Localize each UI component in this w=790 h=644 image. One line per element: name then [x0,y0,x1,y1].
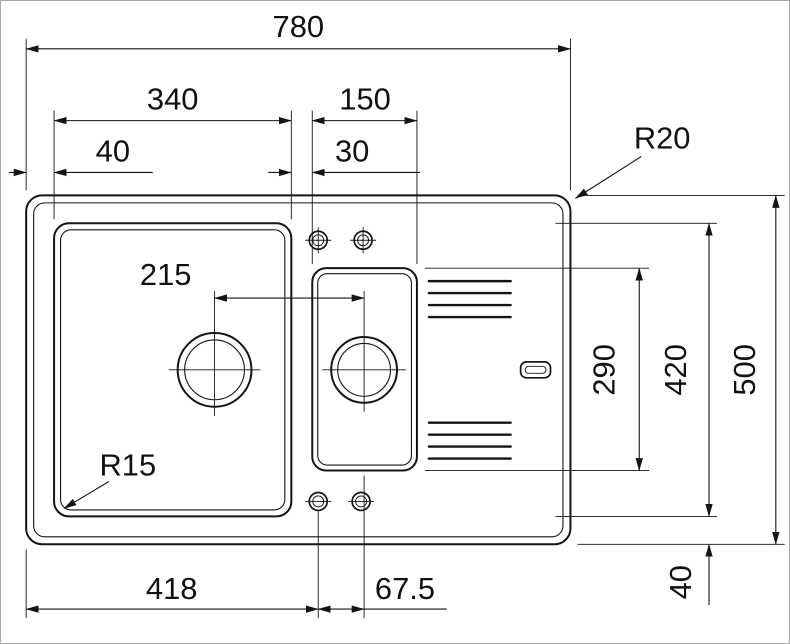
dim-label-bowl-radius: R15 [99,448,156,483]
bottom-holes [305,491,375,512]
dim-label-half-bowl-width: 150 [339,82,391,117]
dim-overall-width: 780 [25,9,571,191]
dim-label-drain-center-distance: 215 [140,257,192,292]
dim-label-drain-center-offset: 67.5 [375,571,435,606]
dim-corner-radius-callout: R20 [574,121,691,199]
dim-main-bowl-width: 340 [53,82,292,220]
dim-overall-depth: 500 [577,194,785,545]
dim-drain-center-distance: 215 [140,257,365,302]
dim-bowl-radius-callout: R15 [63,448,156,509]
half-bowl-drain-hole [322,291,406,412]
half-bowl [311,267,418,472]
dim-label-front-edge-offset: 40 [663,565,698,599]
overflow-slot [519,361,552,379]
dim-label-main-bowl-length: 420 [658,344,693,396]
dim-label-overall-width: 780 [273,9,325,44]
dim-front-edge-offset: 40 [663,543,713,606]
dim-half-bowl-width: 150 [311,82,418,265]
dim-main-bowl-length: 420 [555,222,717,517]
tap-holes [305,227,377,254]
dim-label-left-edge-offset: 40 [96,134,130,169]
dim-half-bowl-length: 290 [424,267,650,472]
dim-drain-center-offset: 67.5 [317,475,447,619]
dim-label-drain-from-left: 418 [146,571,198,606]
drainer-grooves [427,279,512,460]
dim-label-bowl-gap: 30 [335,134,369,169]
dim-label-corner-radius: R20 [634,121,691,156]
dim-left-edge-offset: 40 [9,134,153,177]
dim-label-overall-depth: 500 [727,344,762,396]
dim-bowl-gap: 30 [268,134,420,177]
main-bowl [53,222,293,518]
dim-drain-from-left: 418 [25,511,319,619]
sink-outline [25,194,572,546]
dim-label-main-bowl-width: 340 [147,82,199,117]
dim-label-half-bowl-length: 290 [586,344,621,396]
main-bowl-drain-hole [168,291,261,416]
